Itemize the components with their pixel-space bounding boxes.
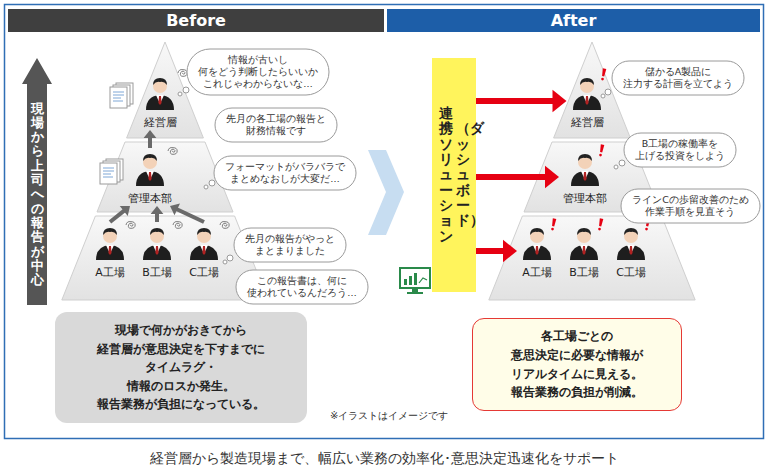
header-band: After (387, 9, 760, 32)
node-text: B工場の稼働率を 上げる投資をしよう (635, 138, 725, 162)
person-label: 経営層 (567, 72, 608, 130)
arrowhead (120, 206, 130, 216)
connector-arrow (476, 166, 559, 188)
speech-bubble: この報告書は、何に 使われているんだろう… (235, 269, 369, 305)
connector-arrow (144, 130, 157, 148)
footnote: ※イラストはイメージです (330, 409, 448, 423)
node-text: この報告書は、何に 使われているんだろう… (247, 275, 357, 299)
node-text: Before (166, 11, 226, 30)
node-text: 経営層 (144, 116, 177, 130)
report-flow-arrow: 現場から上司への報告が中心 (22, 58, 52, 305)
person-label: B工場 (564, 222, 604, 280)
node-text: 各工場ごとの 意思決定に必要な情報が リアルタイムに見える。 報告業務の負担が削… (511, 327, 643, 401)
node-text: 管理本部 (563, 192, 607, 206)
speech-bubble: ラインCの歩留改善のため 作業手順を見直そう (620, 188, 761, 224)
connector-line (155, 213, 159, 222)
connector-line (476, 174, 546, 180)
node-text: After (551, 11, 597, 30)
node-text: 管理本部 (128, 192, 172, 206)
connector-arrow (476, 90, 567, 112)
person-label: A工場 (90, 222, 130, 280)
person-label: 経営層 (140, 72, 181, 130)
connector-arrow (110, 206, 130, 222)
person-label: B工場 (137, 222, 177, 280)
person-label: A工場 (517, 222, 557, 280)
person-label: C工場 (184, 222, 224, 280)
arrowhead (553, 90, 567, 112)
connector-line (110, 210, 125, 222)
node-text: 先月の各工場の報告と 財務情報です (226, 113, 326, 137)
node-text: B工場 (569, 266, 599, 280)
node-text: A工場 (522, 266, 552, 280)
node-text: 経営層 (571, 116, 604, 130)
header-band: Before (8, 9, 384, 32)
node-text: 情報が古いし 何をどう判断したらいいか これじゃわからないな… (198, 54, 318, 90)
vertical-text: （ダッシュボード） (456, 121, 470, 229)
connector-arrow (476, 240, 517, 262)
speech-bubble: B工場の稼働率を 上げる投資をしよう (623, 132, 737, 168)
speech-bubble: 情報が古いし 何をどう判断したらいいか これじゃわからないな… (186, 48, 330, 96)
problem-box: 現場で何かがおきてから 経営層が意思決定を下すまでに タイムラグ・情報のロスか発… (55, 312, 307, 423)
person-label: 管理本部 (559, 148, 611, 206)
speech-bubble: フォーマットがバラバラで まとめなおしが大変だ… (213, 155, 357, 191)
speech-bubble: 先月の各工場の報告と 財務情報です (214, 107, 338, 143)
node-text: B工場 (142, 266, 172, 280)
node-text: 現場で何かがおきてから 経営層が意思決定を下すまでに タイムラグ・情報のロスか発… (97, 321, 265, 414)
connector-line (476, 98, 554, 104)
connector-line (176, 209, 204, 222)
connector-line (148, 137, 152, 148)
benefit-box: 各工場ごとの 意思決定に必要な情報が リアルタイムに見える。 報告業務の負担が削… (472, 318, 682, 411)
node-text: ラインCの歩留改善のため 作業手順を見直そう (632, 194, 749, 218)
connector-line (476, 248, 504, 254)
arrowhead (503, 240, 517, 262)
dashboard-band: 連携ソリューション（ダッシュボード） (432, 58, 476, 292)
person-label: 管理本部 (124, 148, 176, 206)
node-text: フォーマットがバラバラで まとめなおしが大変だ… (225, 161, 345, 185)
arrowhead (151, 206, 164, 214)
node-text: A工場 (95, 266, 125, 280)
speech-bubble: 先月の報告がやっと まとまりました (233, 227, 347, 263)
node-text: C工場 (616, 266, 646, 280)
node-text: 先月の報告がやっと まとまりました (245, 233, 335, 257)
person-label: C工場 (611, 222, 651, 280)
connector-arrow (170, 204, 204, 222)
arrowhead (144, 130, 157, 138)
connector-arrow (151, 206, 164, 222)
node-text: 儲かるA製品に 注力する計画を立てよう (623, 66, 733, 90)
node-text: C工場 (189, 266, 219, 280)
vertical-text: 連携ソリューション (439, 106, 453, 245)
arrowhead (170, 204, 180, 216)
caption: 経営層から製造現場まで、幅広い業務の効率化･意思決定迅速化をサポート (0, 450, 768, 468)
arrowhead (545, 166, 559, 188)
vertical-text: 現場から上司への報告が中心 (31, 102, 44, 288)
speech-bubble: 儲かるA製品に 注力する計画を立てよう (611, 60, 745, 96)
